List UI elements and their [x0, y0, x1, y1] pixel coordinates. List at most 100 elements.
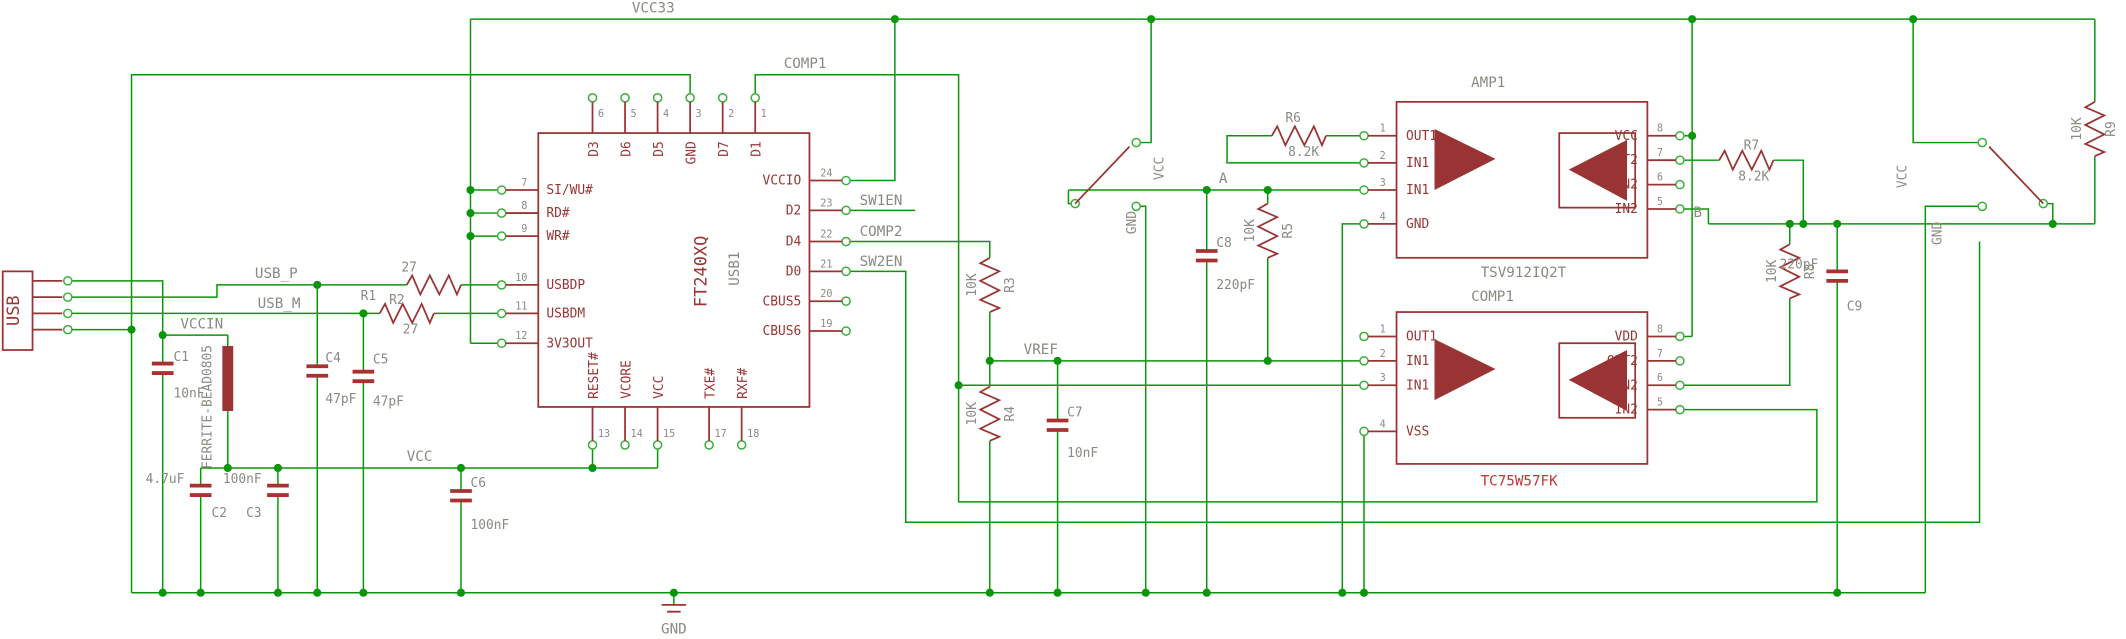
c3-name[interactable]: C3	[246, 506, 262, 521]
r8-name[interactable]: R8	[1803, 264, 1818, 280]
wire[interactable]	[1067, 190, 1072, 205]
component-usb1[interactable]	[505, 101, 842, 441]
component-r6[interactable]	[1271, 124, 1327, 148]
net-label-vcc[interactable]: VCC	[407, 449, 433, 465]
wire[interactable]	[1773, 159, 1805, 224]
component-c8[interactable]	[1195, 249, 1218, 263]
gnd-symbol[interactable]	[661, 604, 687, 613]
r6-value[interactable]: 8.2K	[1288, 145, 1319, 160]
sw2-gnd-label[interactable]: GND	[1931, 222, 1946, 245]
r4-name[interactable]: R4	[1003, 406, 1018, 422]
r2-value[interactable]: 27	[403, 323, 419, 338]
c8-value[interactable]: 220pF	[1216, 278, 1255, 293]
component-ferrite-bead[interactable]	[222, 345, 234, 412]
component-c9[interactable]	[1826, 269, 1849, 283]
c5-name[interactable]: C5	[373, 353, 389, 368]
c8-name[interactable]: C8	[1216, 236, 1232, 251]
c2-name[interactable]: C2	[212, 506, 228, 521]
net-label-sw2en[interactable]: SW2EN	[860, 254, 903, 270]
usb1-value[interactable]: FT240XQ	[690, 236, 710, 307]
r3-value[interactable]: 10K	[965, 273, 980, 297]
c6-value[interactable]: 100nF	[470, 518, 509, 533]
component-c4[interactable]	[306, 364, 329, 378]
switch-lever[interactable]	[1074, 146, 1131, 205]
c7-value[interactable]: 10nF	[1067, 446, 1098, 461]
component-c7[interactable]	[1046, 418, 1069, 432]
component-comp1[interactable]	[1368, 311, 1676, 465]
r9-value[interactable]: 10K	[2070, 117, 2085, 141]
gnd-symbol-label[interactable]: GND	[661, 621, 687, 637]
sw1-gnd-label[interactable]: GND	[1125, 211, 1140, 234]
net-label-vcc33[interactable]: VCC33	[632, 0, 675, 16]
component-c2[interactable]	[189, 483, 212, 497]
wire[interactable]	[2047, 202, 2054, 224]
c1-name[interactable]: C1	[174, 350, 190, 365]
amp1-value[interactable]: TSV912IQ2T	[1481, 265, 1567, 281]
c9-value[interactable]: 220pF	[1779, 258, 1818, 273]
net-label-comp1[interactable]: COMP1	[784, 56, 827, 72]
component-r8[interactable]	[1778, 243, 1802, 300]
sw2-vcc-label[interactable]: VCC	[1895, 165, 1910, 188]
component-r2[interactable]	[378, 301, 435, 326]
r7-name[interactable]: R7	[1744, 138, 1760, 153]
component-switch2[interactable]	[1988, 146, 2044, 205]
net-label-a[interactable]: A	[1219, 171, 1228, 187]
wires[interactable]	[71, 18, 2096, 605]
comp1-name[interactable]: COMP1	[1471, 289, 1514, 305]
wire[interactable]	[1140, 19, 1152, 144]
net-label-usb-m[interactable]: USB_M	[258, 296, 301, 312]
wire-comp2[interactable]	[850, 240, 991, 258]
net-label-comp2[interactable]: COMP2	[860, 224, 903, 240]
r7-value[interactable]: 8.2K	[1738, 170, 1769, 185]
net-label-sw1en[interactable]: SW1EN	[860, 193, 903, 209]
net-label-usb-p[interactable]: USB_P	[255, 266, 298, 282]
amp1-name[interactable]: AMP1	[1471, 75, 1505, 91]
c5-value[interactable]: 47pF	[373, 395, 404, 410]
c4-value[interactable]: 47pF	[325, 392, 356, 407]
component-r7[interactable]	[1718, 148, 1775, 172]
wire-usbp[interactable]	[71, 284, 407, 298]
c2-value[interactable]: 4.7uF	[146, 472, 185, 487]
wire[interactable]	[1140, 205, 1147, 593]
wire[interactable]	[1683, 208, 1710, 224]
r6-name[interactable]: R6	[1285, 111, 1301, 126]
wire[interactable]	[1924, 205, 1979, 593]
comp1-value[interactable]: TC75W57FK	[1481, 474, 1558, 490]
r9-name[interactable]: R9	[2104, 121, 2119, 137]
component-r9[interactable]	[2083, 101, 2107, 157]
net-label-b[interactable]: B	[1693, 205, 1702, 221]
net-label-vccin[interactable]: VCCIN	[180, 316, 223, 332]
c7-name[interactable]: C7	[1067, 405, 1083, 420]
r1-value[interactable]: 27	[401, 260, 417, 275]
component-c1[interactable]	[151, 361, 174, 375]
r3-name[interactable]: R3	[1003, 277, 1018, 293]
wire[interactable]	[1226, 135, 1360, 164]
ferrite-value[interactable]: FERRITE-BEAD0805	[201, 345, 216, 469]
wire-vccio[interactable]	[850, 19, 896, 182]
r8-value[interactable]: 10K	[1765, 259, 1780, 283]
r4-value[interactable]: 10K	[965, 402, 980, 426]
sw1-vcc-label[interactable]: VCC	[1152, 157, 1167, 180]
component-c3[interactable]	[267, 483, 289, 497]
r2-name[interactable]: R2	[389, 293, 405, 308]
c4-name[interactable]: C4	[325, 351, 341, 366]
wire[interactable]	[1341, 223, 1360, 593]
component-switch1[interactable]	[1074, 146, 1131, 205]
component-c5[interactable]	[352, 369, 375, 384]
c6-name[interactable]: C6	[470, 476, 486, 491]
component-r5[interactable]	[1256, 202, 1280, 259]
wire[interactable]	[1683, 298, 1791, 387]
component-r4[interactable]	[978, 385, 1002, 442]
wire-vbus[interactable]	[71, 280, 164, 364]
r5-name[interactable]: R5	[1281, 223, 1296, 239]
switch-lever[interactable]	[1988, 146, 2044, 205]
r5-value[interactable]: 10K	[1243, 219, 1258, 243]
component-usb-connector[interactable]	[1, 270, 63, 351]
wire-comp1-net[interactable]	[754, 74, 1818, 503]
r1-name[interactable]: R1	[361, 289, 377, 304]
c9-name[interactable]: C9	[1847, 300, 1863, 315]
component-r3[interactable]	[978, 257, 1002, 313]
wire-sw2en[interactable]	[850, 241, 1981, 523]
wire[interactable]	[1912, 19, 1979, 144]
